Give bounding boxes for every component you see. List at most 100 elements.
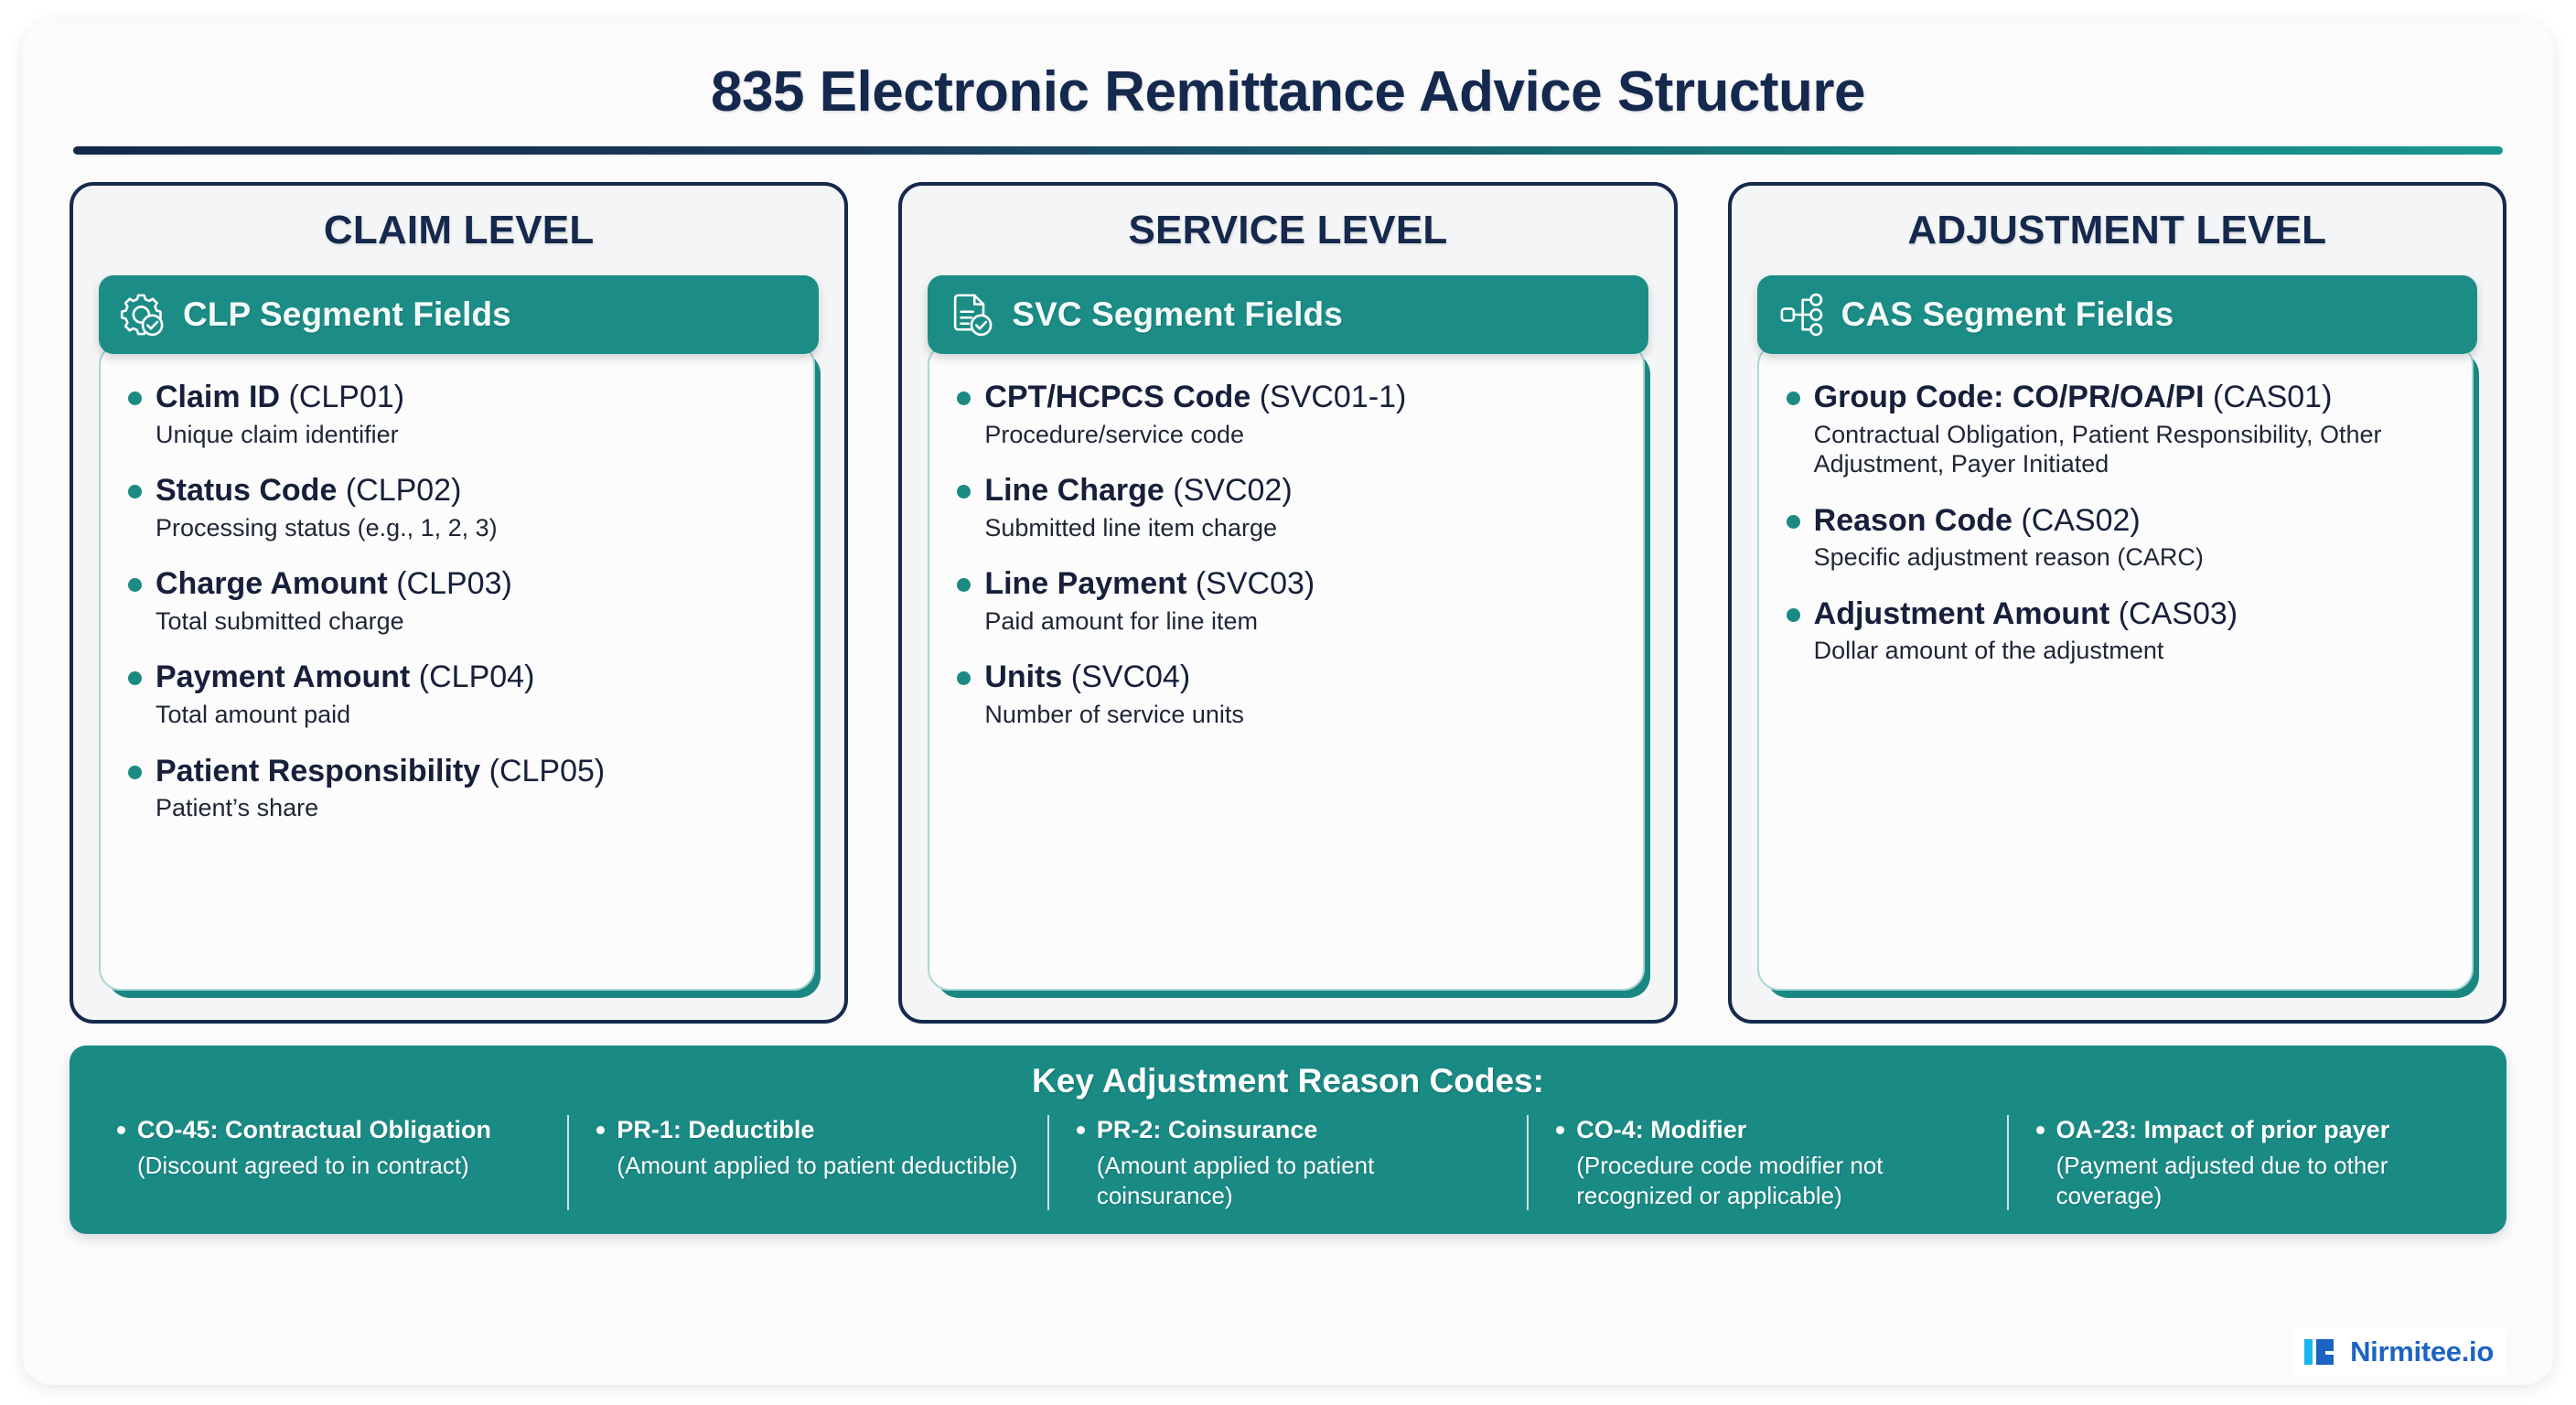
field-name: Status Code	[156, 473, 338, 509]
list-item: Line Charge (SVC02) Submitted line item …	[953, 473, 1618, 542]
field-head: Charge Amount (CLP03)	[124, 566, 789, 602]
list-item: Patient Responsibility (CLP05) Patient’s…	[124, 754, 789, 823]
panel-claim-level: Claim ID (CLP01) Unique claim identifier…	[99, 343, 816, 991]
level-cards-row: CLAIM LEVEL CLP Segment Fields	[70, 182, 2506, 1024]
field-name: Patient Responsibility	[156, 753, 481, 788]
card-claim-level: CLAIM LEVEL CLP Segment Fields	[70, 182, 849, 1024]
field-desc: Patient’s share	[156, 794, 319, 822]
reason-desc: (Procedure code modifier not recognized …	[1576, 1152, 1884, 1209]
card-service-level: SERVICE LEVEL SVC Segment Fields	[898, 182, 1678, 1024]
logo-text: Nirmitee.io	[2350, 1335, 2494, 1367]
ribbon-label-cas: CAS Segment Fields	[1841, 295, 2174, 333]
field-desc: Procedure/service code	[984, 420, 1244, 448]
reason-desc: (Amount applied to patient deductible)	[617, 1152, 1018, 1180]
infographic-canvas: 835 Electronic Remittance Advice Structu…	[22, 20, 2554, 1385]
field-name: Units	[984, 660, 1063, 695]
field-name: Group Code: CO/PR/OA/PI	[1813, 380, 2205, 414]
field-code: (SVC03)	[1195, 566, 1315, 602]
reason-code: OA-23: Impact of prior payer	[2033, 1115, 2463, 1144]
gear-check-icon	[120, 294, 164, 337]
field-desc: Submitted line item charge	[984, 513, 1277, 542]
field-desc: Total submitted charge	[156, 607, 404, 636]
title-divider	[73, 146, 2503, 155]
field-head: Patient Responsibility (CLP05)	[124, 754, 789, 789]
field-desc: Number of service units	[984, 701, 1244, 729]
list-item: Line Payment (SVC03) Paid amount for lin…	[953, 566, 1618, 636]
field-list-adjustment-level: Group Code: CO/PR/OA/PI (CAS01) Contract…	[1783, 380, 2448, 666]
field-head: Status Code (CLP02)	[124, 473, 789, 509]
field-desc: Contractual Obligation, Patient Responsi…	[1813, 420, 2382, 478]
field-list-service-level: CPT/HCPCS Code (SVC01-1) Procedure/servi…	[953, 380, 1618, 730]
field-head: Units (SVC04)	[953, 660, 1618, 695]
list-item: Group Code: CO/PR/OA/PI (CAS01) Contract…	[1783, 380, 2448, 479]
field-code: (SVC02)	[1173, 473, 1293, 509]
reason-desc: (Payment adjusted due to other coverage)	[2055, 1152, 2388, 1209]
reasons-row: CO-45: Contractual Obligation (Discount …	[90, 1115, 2486, 1211]
reason-code: CO-45: Contractual Obligation	[113, 1115, 543, 1144]
list-item: CPT/HCPCS Code (SVC01-1) Procedure/servi…	[953, 380, 1618, 449]
ribbon-clp-segment-fields: CLP Segment Fields	[99, 275, 820, 354]
field-head: Payment Amount (CLP04)	[124, 660, 789, 695]
reason-item: PR-1: Deductible (Amount applied to pati…	[569, 1115, 1049, 1211]
document-check-icon	[954, 294, 993, 337]
list-item: Reason Code (CAS02) Specific adjustment …	[1783, 503, 2448, 573]
brand-logo: Nirmitee.io	[2293, 1328, 2506, 1376]
field-name: Adjustment Amount	[1813, 595, 2110, 631]
field-code: (SVC01-1)	[1259, 380, 1407, 414]
field-desc: Unique claim identifier	[156, 420, 399, 448]
panel-wrap-adjustment-level: Group Code: CO/PR/OA/PI (CAS01) Contract…	[1756, 343, 2479, 998]
card-adjustment-level: ADJUSTMENT LEVEL CAS Segment Fields	[1727, 182, 2506, 1024]
field-list-claim-level: Claim ID (CLP01) Unique claim identifier…	[124, 380, 789, 823]
field-head: Adjustment Amount (CAS03)	[1783, 596, 2448, 632]
field-code: (CLP04)	[418, 660, 535, 695]
card-title-adjustment-level: ADJUSTMENT LEVEL	[1907, 208, 2327, 252]
field-code: (CLP03)	[396, 566, 512, 602]
reason-code: CO-4: Modifier	[1552, 1115, 1982, 1144]
list-item: Adjustment Amount (CAS03) Dollar amount …	[1783, 596, 2448, 666]
list-item: Charge Amount (CLP03) Total submitted ch…	[124, 566, 789, 636]
field-code: (CAS03)	[2118, 595, 2238, 631]
field-desc: Total amount paid	[156, 701, 351, 729]
ribbon-svc-segment-fields: SVC Segment Fields	[928, 275, 1648, 354]
nirmitee-logo-icon	[2304, 1339, 2334, 1365]
reasons-title: Key Adjustment Reason Codes:	[1032, 1062, 1544, 1099]
reason-item: OA-23: Impact of prior payer (Payment ad…	[2009, 1115, 2486, 1210]
reason-code: PR-2: Coinsurance	[1073, 1115, 1503, 1144]
field-code: (CLP05)	[488, 753, 606, 788]
ribbon-label-clp: CLP Segment Fields	[183, 295, 511, 333]
list-item: Payment Amount (CLP04) Total amount paid	[124, 660, 789, 729]
field-name: Charge Amount	[156, 566, 388, 602]
reason-desc: (Amount applied to patient coinsurance)	[1096, 1152, 1375, 1209]
list-item: Claim ID (CLP01) Unique claim identifier	[124, 380, 789, 449]
list-item: Units (SVC04) Number of service units	[953, 660, 1618, 729]
field-name: Claim ID	[156, 380, 281, 414]
card-title-service-level: SERVICE LEVEL	[1128, 208, 1448, 252]
field-desc: Processing status (e.g., 1, 2, 3)	[156, 513, 498, 542]
panel-wrap-service-level: CPT/HCPCS Code (SVC01-1) Procedure/servi…	[928, 343, 1650, 998]
field-code: (SVC04)	[1070, 660, 1191, 695]
field-head: Claim ID (CLP01)	[124, 380, 789, 415]
reason-item: PR-2: Coinsurance (Amount applied to pat…	[1049, 1115, 1530, 1211]
field-head: Line Charge (SVC02)	[953, 473, 1618, 509]
reason-item: CO-45: Contractual Obligation (Discount …	[90, 1115, 570, 1211]
field-desc: Paid amount for line item	[984, 607, 1258, 636]
field-code: (CAS01)	[2213, 380, 2333, 414]
ribbon-label-svc: SVC Segment Fields	[1012, 295, 1343, 333]
field-desc: Specific adjustment reason (CARC)	[1813, 543, 2204, 572]
ribbon-cas-segment-fields: CAS Segment Fields	[1756, 275, 2477, 354]
field-head: CPT/HCPCS Code (SVC01-1)	[953, 380, 1618, 415]
field-head: Reason Code (CAS02)	[1783, 503, 2448, 539]
reason-item: CO-4: Modifier (Procedure code modifier …	[1529, 1115, 2009, 1211]
card-title-claim-level: CLAIM LEVEL	[323, 208, 595, 252]
field-code: (CAS02)	[2021, 502, 2141, 538]
field-code: (CLP01)	[288, 380, 405, 414]
panel-service-level: CPT/HCPCS Code (SVC01-1) Procedure/servi…	[928, 343, 1645, 991]
reason-code: PR-1: Deductible	[593, 1115, 1023, 1144]
page-title: 835 Electronic Remittance Advice Structu…	[711, 60, 1865, 123]
sitemap-icon	[1780, 293, 1822, 337]
field-desc: Dollar amount of the adjustment	[1813, 637, 2164, 665]
key-reason-codes-bar: Key Adjustment Reason Codes: CO-45: Cont…	[70, 1046, 2506, 1235]
panel-adjustment-level: Group Code: CO/PR/OA/PI (CAS01) Contract…	[1756, 343, 2474, 991]
field-name: Reason Code	[1813, 502, 2012, 538]
